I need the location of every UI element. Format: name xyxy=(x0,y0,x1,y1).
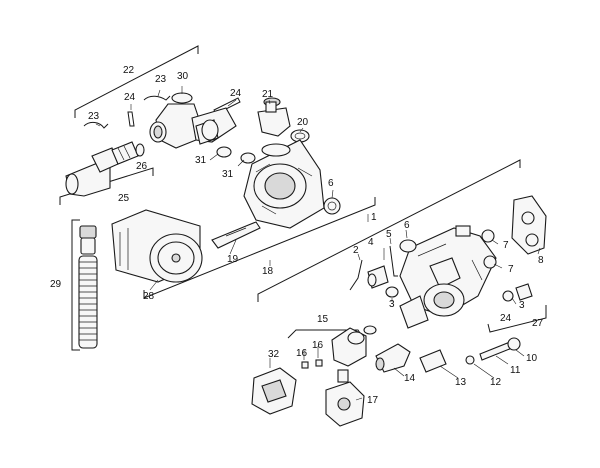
callout-6-upper: 6 xyxy=(328,178,334,189)
actuator-17 xyxy=(325,369,365,427)
elbow-valve-15 xyxy=(331,325,377,367)
callout-16-left: 16 xyxy=(296,348,308,359)
callout-12: 12 xyxy=(490,377,502,388)
group-bracket-22 xyxy=(74,45,199,118)
callout-32: 32 xyxy=(268,349,280,360)
callout-24-right: 24 xyxy=(500,313,512,324)
mounting-bracket xyxy=(211,221,261,249)
callout-labels: 22 23 30 23 24 24 21 20 26 31 31 25 6 1 … xyxy=(50,65,544,406)
group-bracket-18 xyxy=(143,197,376,299)
spring-pin-top xyxy=(143,95,171,101)
o-ring-3-right xyxy=(502,290,514,302)
valve-stem xyxy=(479,337,521,361)
o-ring-12 xyxy=(465,355,475,365)
screw-16-right xyxy=(315,359,323,367)
valve-housing-32 xyxy=(251,367,297,415)
callout-3-left: 3 xyxy=(389,299,395,310)
callout-18: 18 xyxy=(262,266,274,277)
clip-5 xyxy=(389,245,398,277)
callout-11: 11 xyxy=(510,365,521,376)
callout-17: 17 xyxy=(367,395,379,406)
group-bracket-29 xyxy=(71,219,80,351)
callout-7-lower: 7 xyxy=(508,264,514,275)
o-ring-7-upper xyxy=(481,229,495,243)
o-ring-upper xyxy=(216,146,232,158)
callout-20: 20 xyxy=(297,117,309,128)
side-plate xyxy=(511,195,547,255)
corrugated-hose xyxy=(78,225,98,349)
leader-lines xyxy=(95,86,541,401)
elbow-fitting xyxy=(65,147,119,197)
fitting-24-right xyxy=(515,283,533,301)
callout-25: 25 xyxy=(118,193,130,204)
o-ring-3-left xyxy=(385,286,399,298)
callout-10: 10 xyxy=(526,353,538,364)
screw-16-left xyxy=(301,361,309,369)
group-bracket-1 xyxy=(257,159,521,302)
callout-29: 29 xyxy=(50,279,62,290)
callout-15: 15 xyxy=(317,314,329,325)
connector xyxy=(111,141,145,165)
callout-7-upper: 7 xyxy=(503,240,509,251)
callout-6-lower: 6 xyxy=(404,220,410,231)
callout-31-upper: 31 xyxy=(195,155,207,166)
callout-27: 27 xyxy=(532,318,544,329)
main-valve-body xyxy=(399,225,497,329)
callout-30: 30 xyxy=(177,71,189,82)
callout-21: 21 xyxy=(262,89,274,100)
spring-pin-left xyxy=(83,121,109,129)
valve-cartridge xyxy=(375,343,411,373)
callout-26: 26 xyxy=(136,161,148,172)
callout-8: 8 xyxy=(538,255,544,266)
pump-motor xyxy=(111,209,203,283)
callout-19: 19 xyxy=(227,254,239,265)
callout-28: 28 xyxy=(143,291,155,302)
callout-24-top: 24 xyxy=(230,88,242,99)
callout-22: 22 xyxy=(123,65,135,76)
callout-13: 13 xyxy=(455,377,467,388)
o-ring-6-lower xyxy=(399,239,417,253)
callout-3-right: 3 xyxy=(519,300,525,311)
o-ring-7-lower xyxy=(483,255,497,269)
top-valve xyxy=(257,97,291,137)
callout-14: 14 xyxy=(404,373,416,384)
connector-4 xyxy=(367,265,389,289)
callout-23-top: 23 xyxy=(155,74,167,85)
callout-4: 4 xyxy=(368,237,374,248)
callout-16-right: 16 xyxy=(312,340,324,351)
callout-2: 2 xyxy=(353,245,359,256)
clip-13 xyxy=(419,349,447,373)
pin-2 xyxy=(349,259,363,291)
callout-23-left: 23 xyxy=(88,111,100,122)
callout-5: 5 xyxy=(386,229,392,240)
callout-24-left: 24 xyxy=(124,92,136,103)
callout-31-lower: 31 xyxy=(222,169,234,180)
gasket xyxy=(290,129,310,143)
valve-block xyxy=(149,92,237,149)
clip-left xyxy=(127,111,135,127)
group-bracket-27 xyxy=(487,305,547,333)
pump-housing xyxy=(243,139,325,229)
o-ring-lower xyxy=(240,152,256,164)
o-ring-housing xyxy=(323,197,341,215)
callout-1: 1 xyxy=(371,212,377,223)
